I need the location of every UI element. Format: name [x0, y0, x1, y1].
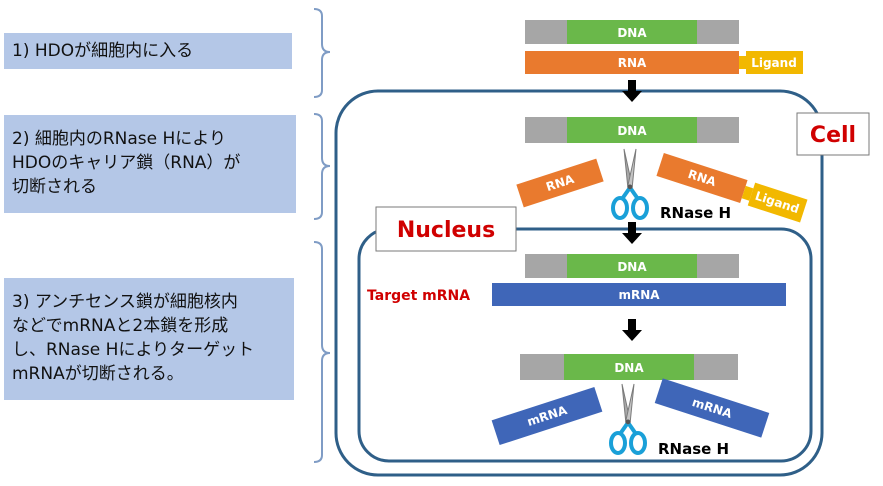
rna-strand: RNA [525, 51, 739, 74]
rnase-h-label: RNase H [658, 440, 729, 458]
step-1-box: 1) HDOが細胞内に入る [4, 33, 292, 69]
step-3-line-3: し、RNase Hによりターゲット [12, 340, 255, 360]
dna-strand: DNA [520, 354, 738, 380]
cleaved-mrna-right: mRNA [654, 378, 770, 438]
arrow-down-icon [622, 319, 642, 341]
rna-label: RNA [618, 56, 647, 70]
step-3-line-1: 3) アンチセンス鎖が細胞核内 [12, 292, 238, 312]
target-mrna-strand: mRNA [492, 283, 786, 306]
arrow-down-icon [622, 222, 642, 244]
target-mrna-label: Target mRNA [367, 288, 470, 304]
arrow-down-icon [622, 80, 642, 102]
cell-label-box [796, 112, 870, 156]
step-2-line-3: 切断される [12, 177, 97, 197]
ligand-label: Ligand [751, 56, 797, 70]
step-3-line-2: などでmRNAと2本鎖を形成 [12, 316, 229, 336]
scissors-icon [611, 147, 649, 220]
cleaved-rna-left: RNA [516, 158, 604, 208]
mrna-label: mRNA [618, 288, 660, 302]
nucleus-membrane [357, 227, 813, 463]
step-3-box: 3) アンチセンス鎖が細胞核内 などでmRNAと2本鎖を形成 し、RNase H… [4, 278, 294, 400]
dna-label: DNA [617, 124, 647, 138]
cleaved-rna-right: RNA Ligand [656, 152, 808, 223]
rnase-h-label: RNase H [660, 204, 731, 222]
dna-strand: DNA [525, 254, 739, 278]
dna-label: DNA [614, 361, 644, 375]
cell-label: Cell [810, 123, 856, 148]
step-3-line-4: mRNAが切断される。 [12, 364, 184, 384]
dna-strand: DNA [525, 20, 739, 44]
nucleus-label: Nucleus [397, 218, 495, 243]
bracket-icon [313, 113, 331, 220]
step-2-line-1: 2) 細胞内のRNase Hにより [12, 129, 226, 149]
ligand: Ligand [739, 51, 803, 74]
dna-label: DNA [617, 26, 647, 40]
bracket-icon [313, 8, 331, 98]
dna-label: DNA [617, 260, 647, 274]
dna-strand: DNA [525, 117, 739, 143]
cleaved-mrna-left: mRNA [491, 386, 603, 446]
step-2-box: 2) 細胞内のRNase Hにより HDOのキャリア鎖（RNA）が 切断される [4, 115, 296, 213]
bracket-icon [313, 241, 331, 463]
nucleus-label-box [375, 206, 517, 252]
cell-membrane [334, 89, 824, 477]
step-2-line-2: HDOのキャリア鎖（RNA）が [12, 153, 241, 173]
step-1-line-1: 1) HDOが細胞内に入る [12, 41, 194, 61]
scissors-icon [609, 382, 647, 455]
